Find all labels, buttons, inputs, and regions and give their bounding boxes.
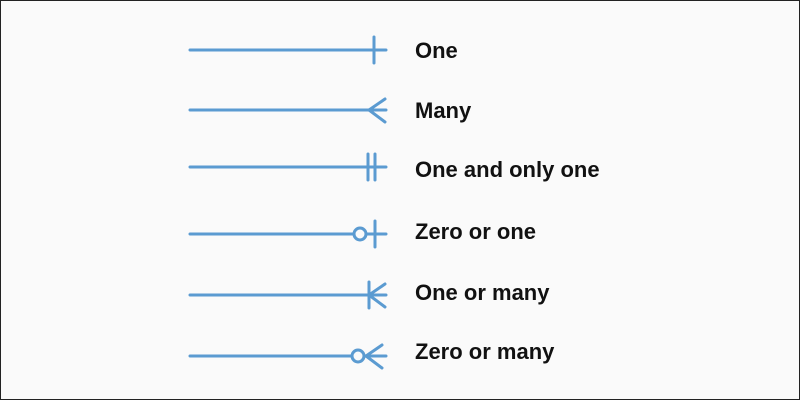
label-zero-or-one: Zero or one (415, 219, 537, 244)
zero-circle (350, 348, 366, 364)
label-one: One (415, 38, 458, 63)
crows-foot-upper (367, 97, 387, 112)
label-one-or-many: One or many (415, 280, 550, 305)
crows-foot-lower (367, 293, 387, 309)
crows-foot-upper (364, 343, 384, 358)
label-zero-or-many: Zero or many (415, 339, 555, 364)
crows-foot-lower (364, 354, 384, 370)
zero-circle (352, 226, 368, 242)
crows-foot-lower (367, 108, 387, 124)
crows-foot-upper (367, 282, 387, 297)
label-one-and-only-one: One and only one (415, 157, 600, 182)
label-many: Many (415, 98, 472, 123)
